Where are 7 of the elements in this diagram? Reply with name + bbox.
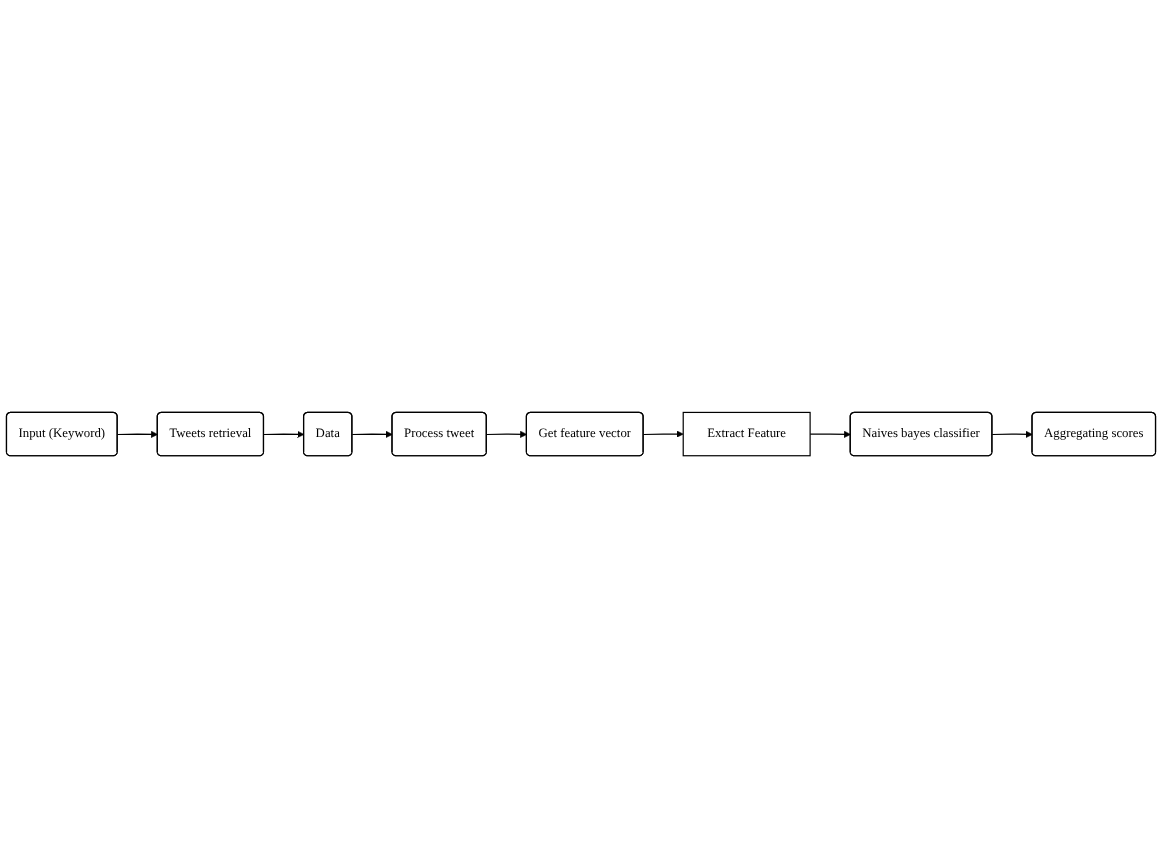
arrow bbox=[809, 430, 851, 438]
arrow bbox=[486, 430, 528, 438]
arrow bbox=[116, 430, 158, 438]
arrow bbox=[642, 430, 684, 438]
arrow bbox=[351, 430, 393, 438]
arrow bbox=[991, 430, 1033, 438]
arrow bbox=[263, 430, 305, 438]
